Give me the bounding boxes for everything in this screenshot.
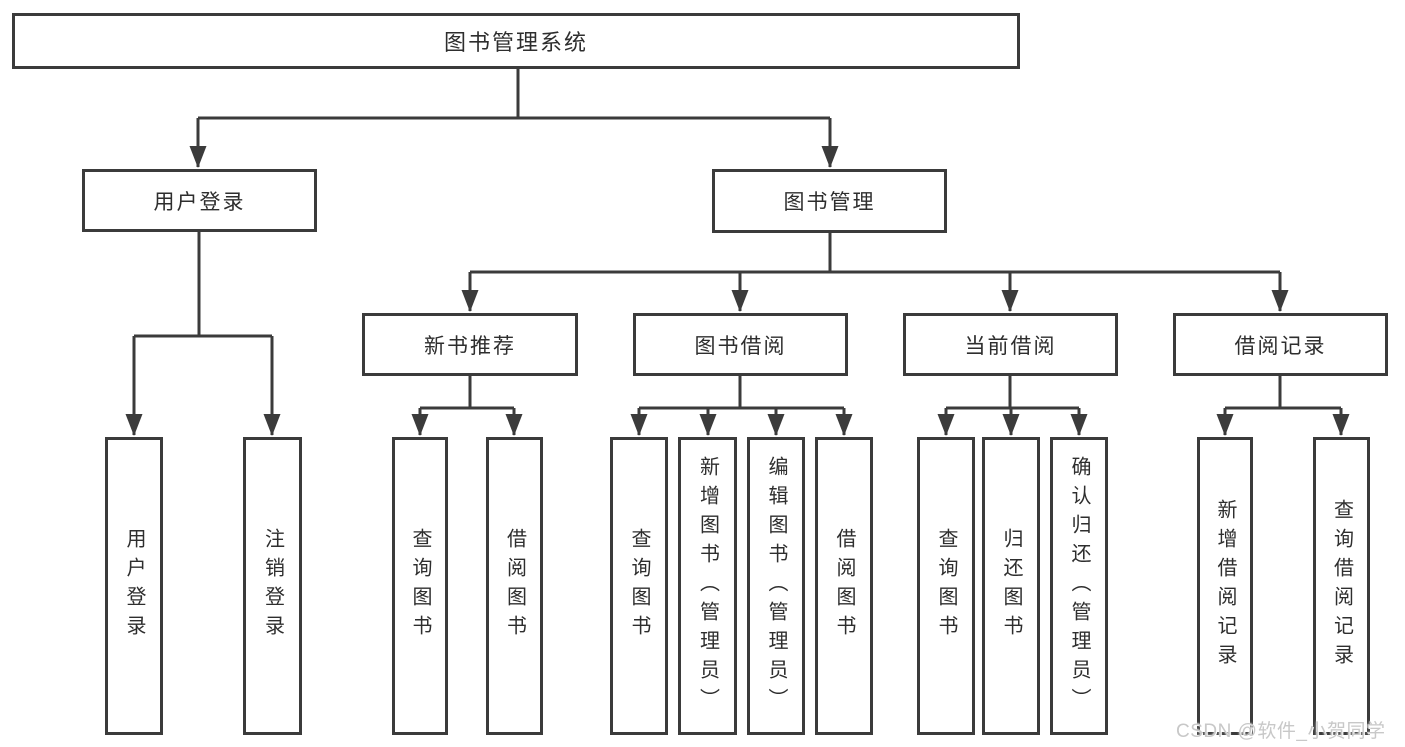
csdn-watermark: CSDN @软件_小贺同学: [1176, 721, 1386, 742]
leaf-user-login: 用户登录: [105, 437, 163, 735]
leaf-query-books-1: 查询图书: [392, 437, 448, 735]
leaf-logout: 注销登录: [243, 437, 302, 735]
connector-spines: [134, 69, 1341, 410]
node-user-login: 用户登录: [82, 169, 317, 232]
leaf-query-books-2: 查询图书: [610, 437, 668, 735]
node-new-book-recommend: 新书推荐: [362, 313, 578, 376]
leaf-add-borrow-record: 新增借阅记录: [1197, 437, 1253, 735]
leaf-query-books-3: 查询图书: [917, 437, 975, 735]
leaf-query-borrow-record: 查询借阅记录: [1313, 437, 1370, 735]
node-book-borrow: 图书借阅: [633, 313, 848, 376]
leaf-confirm-return-admin: 确认归还（管理员）: [1050, 437, 1108, 735]
node-book-management: 图书管理: [712, 169, 947, 233]
leaf-return-book: 归还图书: [982, 437, 1040, 735]
node-borrow-records: 借阅记录: [1173, 313, 1388, 376]
leaf-borrow-books-1: 借阅图书: [486, 437, 543, 735]
leaf-add-book-admin: 新增图书（管理员）: [678, 437, 737, 735]
leaf-edit-book-admin: 编辑图书（管理员）: [747, 437, 805, 735]
node-root: 图书管理系统: [12, 13, 1020, 69]
node-current-borrow: 当前借阅: [903, 313, 1118, 376]
leaf-borrow-books-2: 借阅图书: [815, 437, 873, 735]
